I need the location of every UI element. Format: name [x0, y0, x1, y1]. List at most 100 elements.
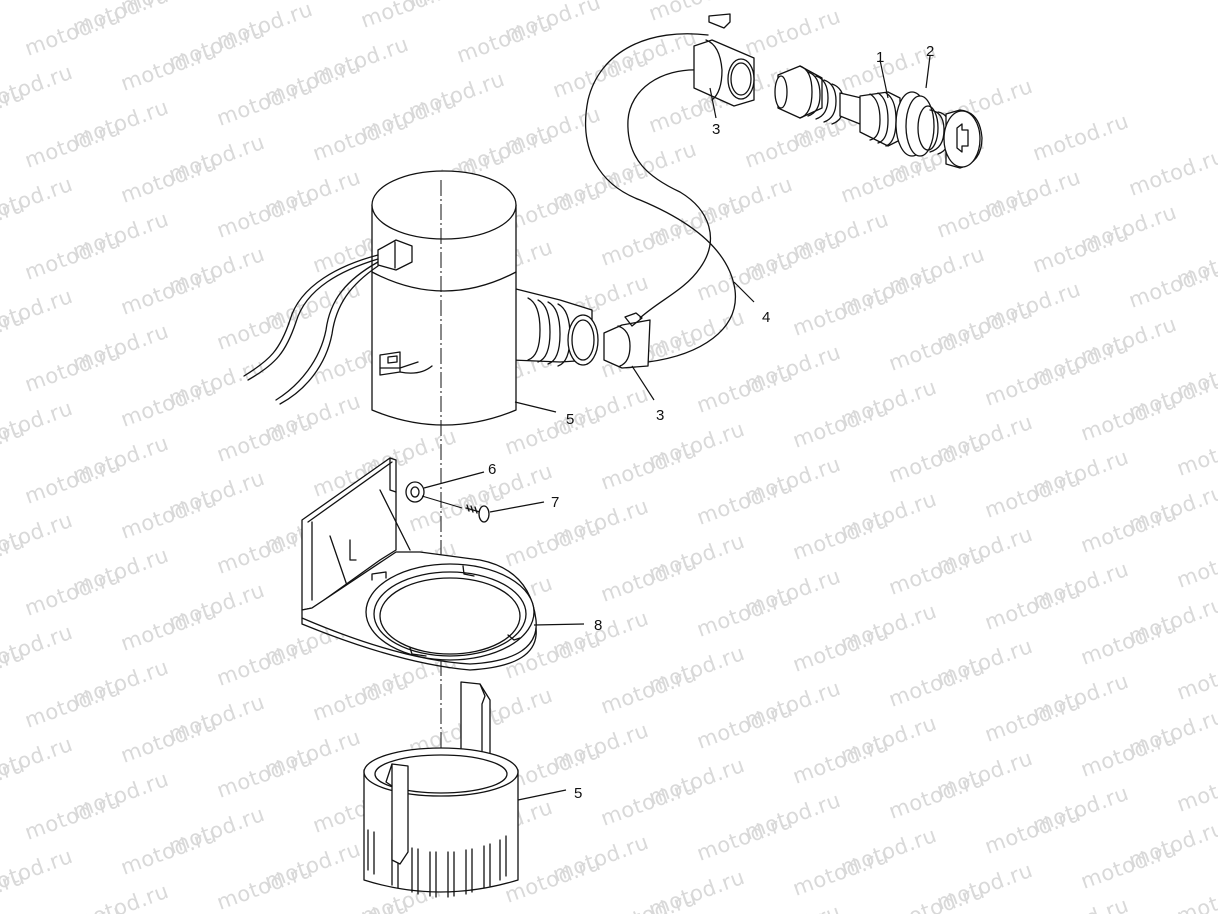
watermark-text: motod.ru	[22, 788, 125, 845]
watermark-text: motod.ru	[118, 263, 221, 320]
watermark-text: motod.ru	[310, 109, 413, 166]
watermark-text: motod.ru	[934, 186, 1037, 243]
watermark-text: motod.ru	[22, 228, 125, 285]
mounting-bracket	[301, 457, 537, 671]
watermark-text: motod.ru	[1174, 760, 1218, 817]
watermark-text: motod.ru	[694, 697, 797, 754]
watermark-text: motod.ru	[694, 585, 797, 642]
watermark-text: motod.ru	[1030, 109, 1133, 166]
callout-3-lower: 3	[656, 407, 664, 424]
watermark-text: motod.ru	[214, 522, 317, 579]
discharge-hose	[584, 13, 755, 369]
watermark-text: motod.ru	[598, 550, 701, 607]
watermark-text: motod.ru	[454, 907, 557, 914]
watermark-text: motod.ru	[118, 599, 221, 656]
watermark-text: motod.ru	[0, 0, 28, 26]
watermark-text: motod.ru	[214, 634, 317, 691]
watermark-text: motod.ru	[118, 39, 221, 96]
watermark-text: motod.ru	[1126, 256, 1218, 313]
watermark-text: motod.ru	[1078, 837, 1181, 894]
watermark-text: motod.ru	[1078, 725, 1181, 782]
thru-hull-fitting	[774, 65, 983, 169]
watermark-text: motod.ru	[742, 4, 845, 61]
watermark-text: motod.ru	[22, 116, 125, 173]
watermark-text: motod.ru	[598, 662, 701, 719]
watermark-text: motod.ru	[694, 473, 797, 530]
watermark-text: motod.ru	[22, 676, 125, 733]
watermark-text: motod.ru	[790, 844, 893, 901]
washer	[405, 481, 425, 503]
watermark-text: motod.ru	[0, 0, 76, 5]
watermark-text: motod.ru	[1174, 872, 1218, 914]
watermark-text: motod.ru	[502, 179, 605, 236]
watermark-text: motod.ru	[550, 46, 653, 103]
watermark-text: motod.ru	[22, 452, 125, 509]
watermark-text: motod.ru	[790, 620, 893, 677]
watermark-text: motod.ru	[214, 186, 317, 243]
callout-7: 7	[551, 494, 559, 511]
watermark-text: motod.ru	[982, 578, 1085, 635]
watermark-text: motod.ru	[982, 802, 1085, 859]
watermark-text: motod.ru	[1030, 221, 1133, 278]
watermark-text: motod.ru	[1078, 501, 1181, 558]
watermark-text: motod.ru	[742, 116, 845, 173]
watermark-text: motod.ru	[22, 564, 125, 621]
callout-5-lower: 5	[574, 785, 582, 802]
watermark-text: motod.ru	[1030, 893, 1133, 914]
watermark-text: motod.ru	[790, 508, 893, 565]
watermark-text: motod.ru	[598, 774, 701, 831]
watermark-text: motod.ru	[694, 249, 797, 306]
watermark-text: motod.ru	[1078, 613, 1181, 670]
watermark-text: motod.ru	[1078, 389, 1181, 446]
watermark-text: motod.ru	[1174, 648, 1218, 705]
watermark-text: motod.ru	[598, 438, 701, 495]
watermark-text: motod.ru	[310, 669, 413, 726]
watermark-text: motod.ru	[214, 74, 317, 131]
callout-1: 1	[876, 49, 884, 66]
watermark-text: motod.ru	[70, 879, 173, 914]
watermark-text: motod.ru	[214, 858, 317, 914]
watermark-text: motod.ru	[118, 375, 221, 432]
watermark-text: motod.ru	[886, 431, 989, 488]
callout-8: 8	[594, 617, 602, 634]
watermark-text: motod.ru	[790, 396, 893, 453]
watermark-text: motod.ru	[214, 298, 317, 355]
watermark-text: motod.ru	[886, 543, 989, 600]
callout-5-upper: 5	[566, 411, 574, 428]
callout-3-upper: 3	[712, 121, 720, 138]
watermark-text: motod.ru	[214, 746, 317, 803]
pump-strainer-base	[363, 681, 519, 898]
screw	[465, 504, 490, 523]
watermark-text: motod.ru	[1174, 536, 1218, 593]
bilge-pump-motor	[243, 170, 599, 426]
watermark-text: motod.ru	[310, 893, 413, 914]
watermark-text: motod.ru	[502, 515, 605, 572]
callouts: 1 2 3 3 4 5 5 6 7 8	[423, 43, 934, 802]
watermark-text: motod.ru	[982, 466, 1085, 523]
watermark-text: motod.ru	[790, 284, 893, 341]
watermark-text: motod.ru	[886, 319, 989, 376]
watermark-text: motod.ru	[454, 11, 557, 68]
callout-6: 6	[488, 461, 496, 478]
watermark-text: motod.ru	[838, 151, 941, 208]
watermark-text: motod.ru	[838, 39, 941, 96]
watermark-text: motod.ru	[646, 0, 749, 26]
watermark-text: motod.ru	[118, 151, 221, 208]
callout-2: 2	[926, 43, 934, 60]
watermark-text: motod.ru	[790, 732, 893, 789]
watermark-text: motod.ru	[694, 809, 797, 866]
watermark-text: motod.ru	[214, 410, 317, 467]
watermark-text: motod.ru	[22, 4, 125, 61]
watermark-text: motod.ru	[1126, 144, 1218, 201]
watermark-text: motod.ru	[982, 690, 1085, 747]
watermark-text: motod.ru	[694, 361, 797, 418]
watermark-text: motod.ru	[886, 767, 989, 824]
watermark-text: motod.ru	[1174, 424, 1218, 481]
watermark-text: motod.ru	[118, 487, 221, 544]
watermark-text: motod.ru	[886, 655, 989, 712]
watermark-text: motod.ru	[118, 711, 221, 768]
callout-4: 4	[762, 309, 770, 326]
watermark-text: motod.ru	[358, 0, 461, 33]
